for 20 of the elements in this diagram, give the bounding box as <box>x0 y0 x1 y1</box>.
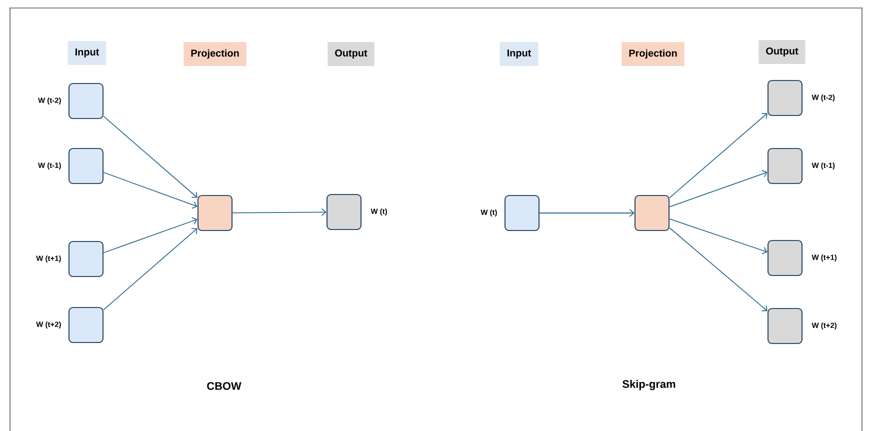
arrow <box>669 218 768 254</box>
diagram-caption: CBOW <box>207 382 242 390</box>
word-box <box>197 194 233 232</box>
column-header: Projection <box>184 42 246 66</box>
column-header: Input <box>68 41 106 65</box>
arrow <box>103 228 198 310</box>
word-box <box>634 194 670 232</box>
arrow <box>103 172 198 209</box>
column-header: Output <box>758 40 806 64</box>
arrow <box>103 217 198 254</box>
column-header: Input <box>500 42 538 66</box>
arrow <box>232 208 326 216</box>
column-header: Output <box>328 42 374 66</box>
arrow <box>539 209 634 217</box>
arrow <box>103 116 198 198</box>
column-header: Projection <box>622 42 684 66</box>
arrow <box>669 227 768 312</box>
diagram-caption: Skip-gram <box>622 380 676 390</box>
arrow <box>669 170 768 208</box>
arrow <box>669 113 768 198</box>
